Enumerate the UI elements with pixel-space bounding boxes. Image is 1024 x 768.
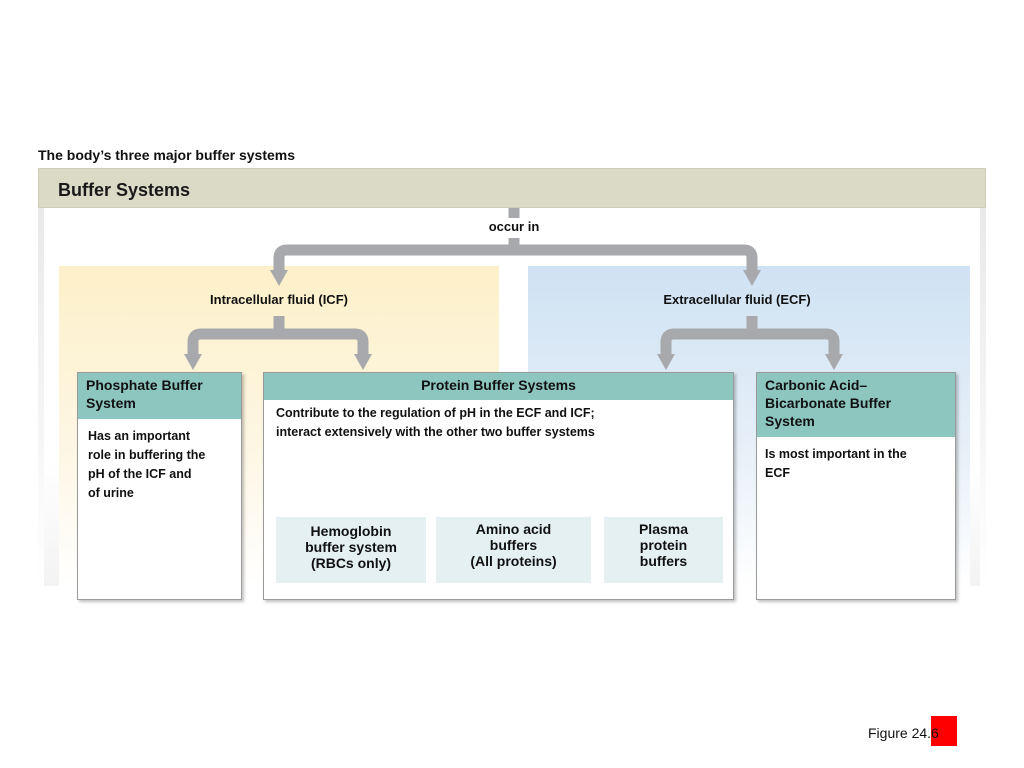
icf-label: Intracellular fluid (ICF) (210, 292, 348, 307)
protein-body-line: interact extensively with the other two … (276, 425, 595, 439)
protein-buffer-description: Contribute to the regulation of pH in th… (264, 400, 733, 442)
hemoglobin-line: (RBCs only) (310, 555, 392, 571)
hemoglobin-line: Hemoglobin (310, 523, 392, 539)
figure-caption: The body’s three major buffer systems (38, 147, 295, 163)
frame-right-edge (980, 207, 986, 587)
arrowhead-ecf (743, 270, 761, 286)
hemoglobin-buffer-box: Hemoglobin buffer system (RBCs only) (276, 517, 426, 583)
carbonic-bicarbonate-box: Carbonic Acid– Bicarbonate Buffer System… (756, 372, 956, 600)
ecf-branch-arrow (660, 328, 840, 356)
header-band (38, 168, 986, 208)
occur-in-label: occur in (488, 219, 540, 234)
phosphate-title-line: System (86, 395, 136, 411)
figure-label: Figure 24.6 (868, 725, 939, 741)
carbonic-title-line: Bicarbonate Buffer (765, 395, 892, 411)
phosphate-buffer-title: Phosphate Buffer System (78, 373, 241, 419)
figure-marker (931, 716, 957, 746)
amino-acid-line: (All proteins) (470, 553, 557, 569)
icf-branch-arrow (187, 328, 369, 356)
header-title: Buffer Systems (58, 180, 191, 200)
branch-icf-ecf-arrow (273, 244, 758, 272)
amino-acid-buffer-box: Amino acid buffers (All proteins) (436, 517, 591, 583)
arrowhead-protein-ecf (657, 354, 675, 370)
carbonic-body-line: ECF (765, 466, 790, 480)
phosphate-body-line: of urine (88, 486, 134, 500)
phosphate-buffer-box: Phosphate Buffer System Has an important… (77, 372, 242, 600)
plasma-line: Plasma (638, 521, 689, 537)
carbonic-bicarbonate-title: Carbonic Acid– Bicarbonate Buffer System (757, 373, 955, 437)
frame-left-edge (38, 207, 44, 587)
amino-acid-line: buffers (489, 537, 538, 553)
protein-body-line: Contribute to the regulation of pH in th… (276, 406, 595, 420)
phosphate-title-line: Phosphate Buffer (86, 377, 203, 393)
plasma-line: buffers (639, 553, 688, 569)
amino-acid-line: Amino acid (475, 521, 552, 537)
phosphate-body-line: pH of the ICF and (88, 467, 192, 481)
carbonic-title-line: Carbonic Acid– (765, 377, 868, 393)
arrowhead-protein-icf (354, 354, 372, 370)
carbonic-bicarbonate-description: Is most important in the ECF (757, 437, 955, 483)
carbonic-title-line: System (765, 413, 815, 429)
arrowhead-icf (270, 270, 288, 286)
plasma-line: protein (639, 537, 688, 553)
plasma-protein-buffer-box: Plasma protein buffers (604, 517, 723, 583)
phosphate-buffer-description: Has an important role in buffering the p… (78, 419, 241, 503)
protein-buffer-title: Protein Buffer Systems (264, 373, 733, 400)
carbonic-body-line: Is most important in the (765, 447, 907, 461)
arrowhead-carbonic (825, 354, 843, 370)
phosphate-body-line: role in buffering the (88, 448, 206, 462)
phosphate-body-line: Has an important (88, 429, 191, 443)
ecf-label: Extracellular fluid (ECF) (663, 292, 811, 307)
hemoglobin-line: buffer system (305, 539, 397, 555)
arrowhead-phosphate (184, 354, 202, 370)
